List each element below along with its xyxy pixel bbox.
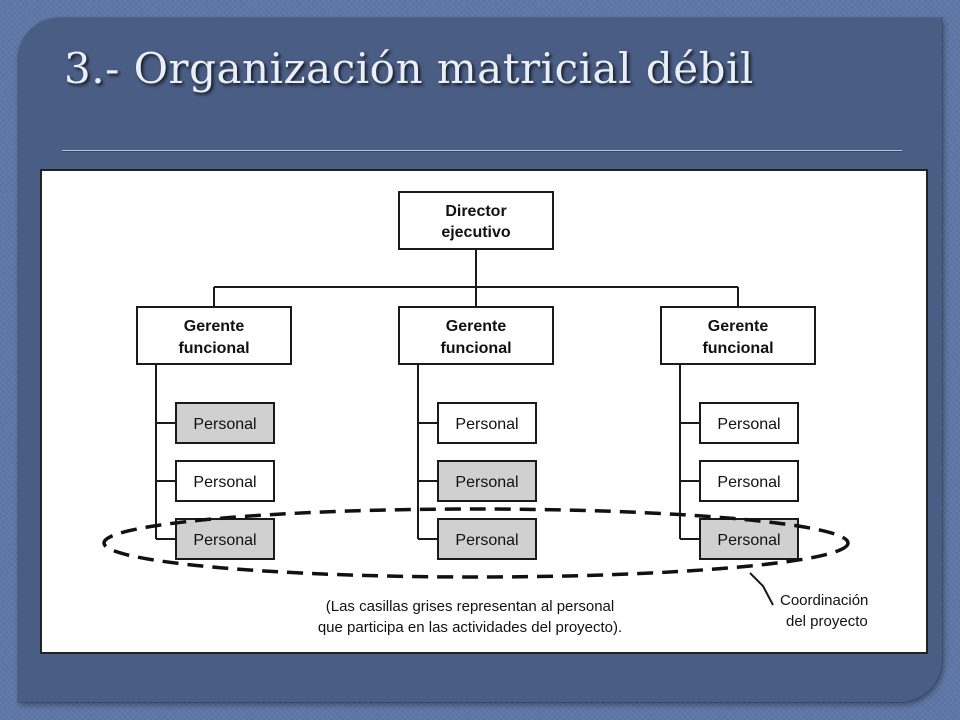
manager-box [136, 306, 292, 365]
director-box [398, 191, 554, 250]
staff-box [175, 460, 275, 502]
diagram-frame: Director ejecutivo Gerente funcional Ger… [40, 169, 928, 654]
staff-box-shaded [175, 402, 275, 444]
staff-label: Personal [717, 474, 780, 491]
staff-box [699, 460, 799, 502]
connector-lines [213, 249, 739, 307]
staff-box-shaded [437, 518, 537, 560]
note-line2: que participa en las actividades del pro… [318, 619, 622, 636]
manager-label-line2: funcional [440, 340, 511, 357]
staff-label: Personal [717, 532, 780, 549]
manager-node-2: Gerente funcional [398, 306, 554, 365]
manager-label-line2: funcional [702, 340, 773, 357]
title-divider [62, 150, 902, 151]
staff-label: Personal [455, 416, 518, 433]
callout-line2: del proyecto [786, 613, 868, 630]
manager-label-line1: Gerente [446, 318, 507, 335]
staff-label: Personal [193, 532, 256, 549]
staff-layer: PersonalPersonalPersonalPersonalPersonal… [155, 364, 799, 560]
staff-box [437, 402, 537, 444]
director-label-line1: Director [445, 203, 506, 220]
manager-box [398, 306, 554, 365]
callout-pointer [749, 572, 774, 606]
staff-label: Personal [193, 474, 256, 491]
manager-node-3: Gerente funcional [660, 306, 816, 365]
note-line1: (Las casillas grises representan al pers… [326, 598, 614, 615]
staff-label: Personal [717, 416, 780, 433]
callout-line1: Coordinación [780, 592, 868, 609]
staff-box-shaded [437, 460, 537, 502]
staff-box-shaded [175, 518, 275, 560]
org-chart: Director ejecutivo Gerente funcional Ger… [102, 191, 868, 636]
manager-label-line1: Gerente [708, 318, 769, 335]
manager-label-line1: Gerente [184, 318, 245, 335]
staff-label: Personal [193, 416, 256, 433]
manager-box [660, 306, 816, 365]
project-coordination-ellipse [102, 507, 850, 579]
staff-label: Personal [455, 474, 518, 491]
director-label-line2: ejecutivo [441, 224, 511, 241]
director-node: Director ejecutivo [398, 191, 554, 250]
manager-label-line2: funcional [178, 340, 249, 357]
slide-title: 3.- Organización matricial débil [64, 44, 754, 93]
manager-node-1: Gerente funcional [136, 306, 292, 365]
staff-box-shaded [699, 518, 799, 560]
staff-box [699, 402, 799, 444]
staff-label: Personal [455, 532, 518, 549]
